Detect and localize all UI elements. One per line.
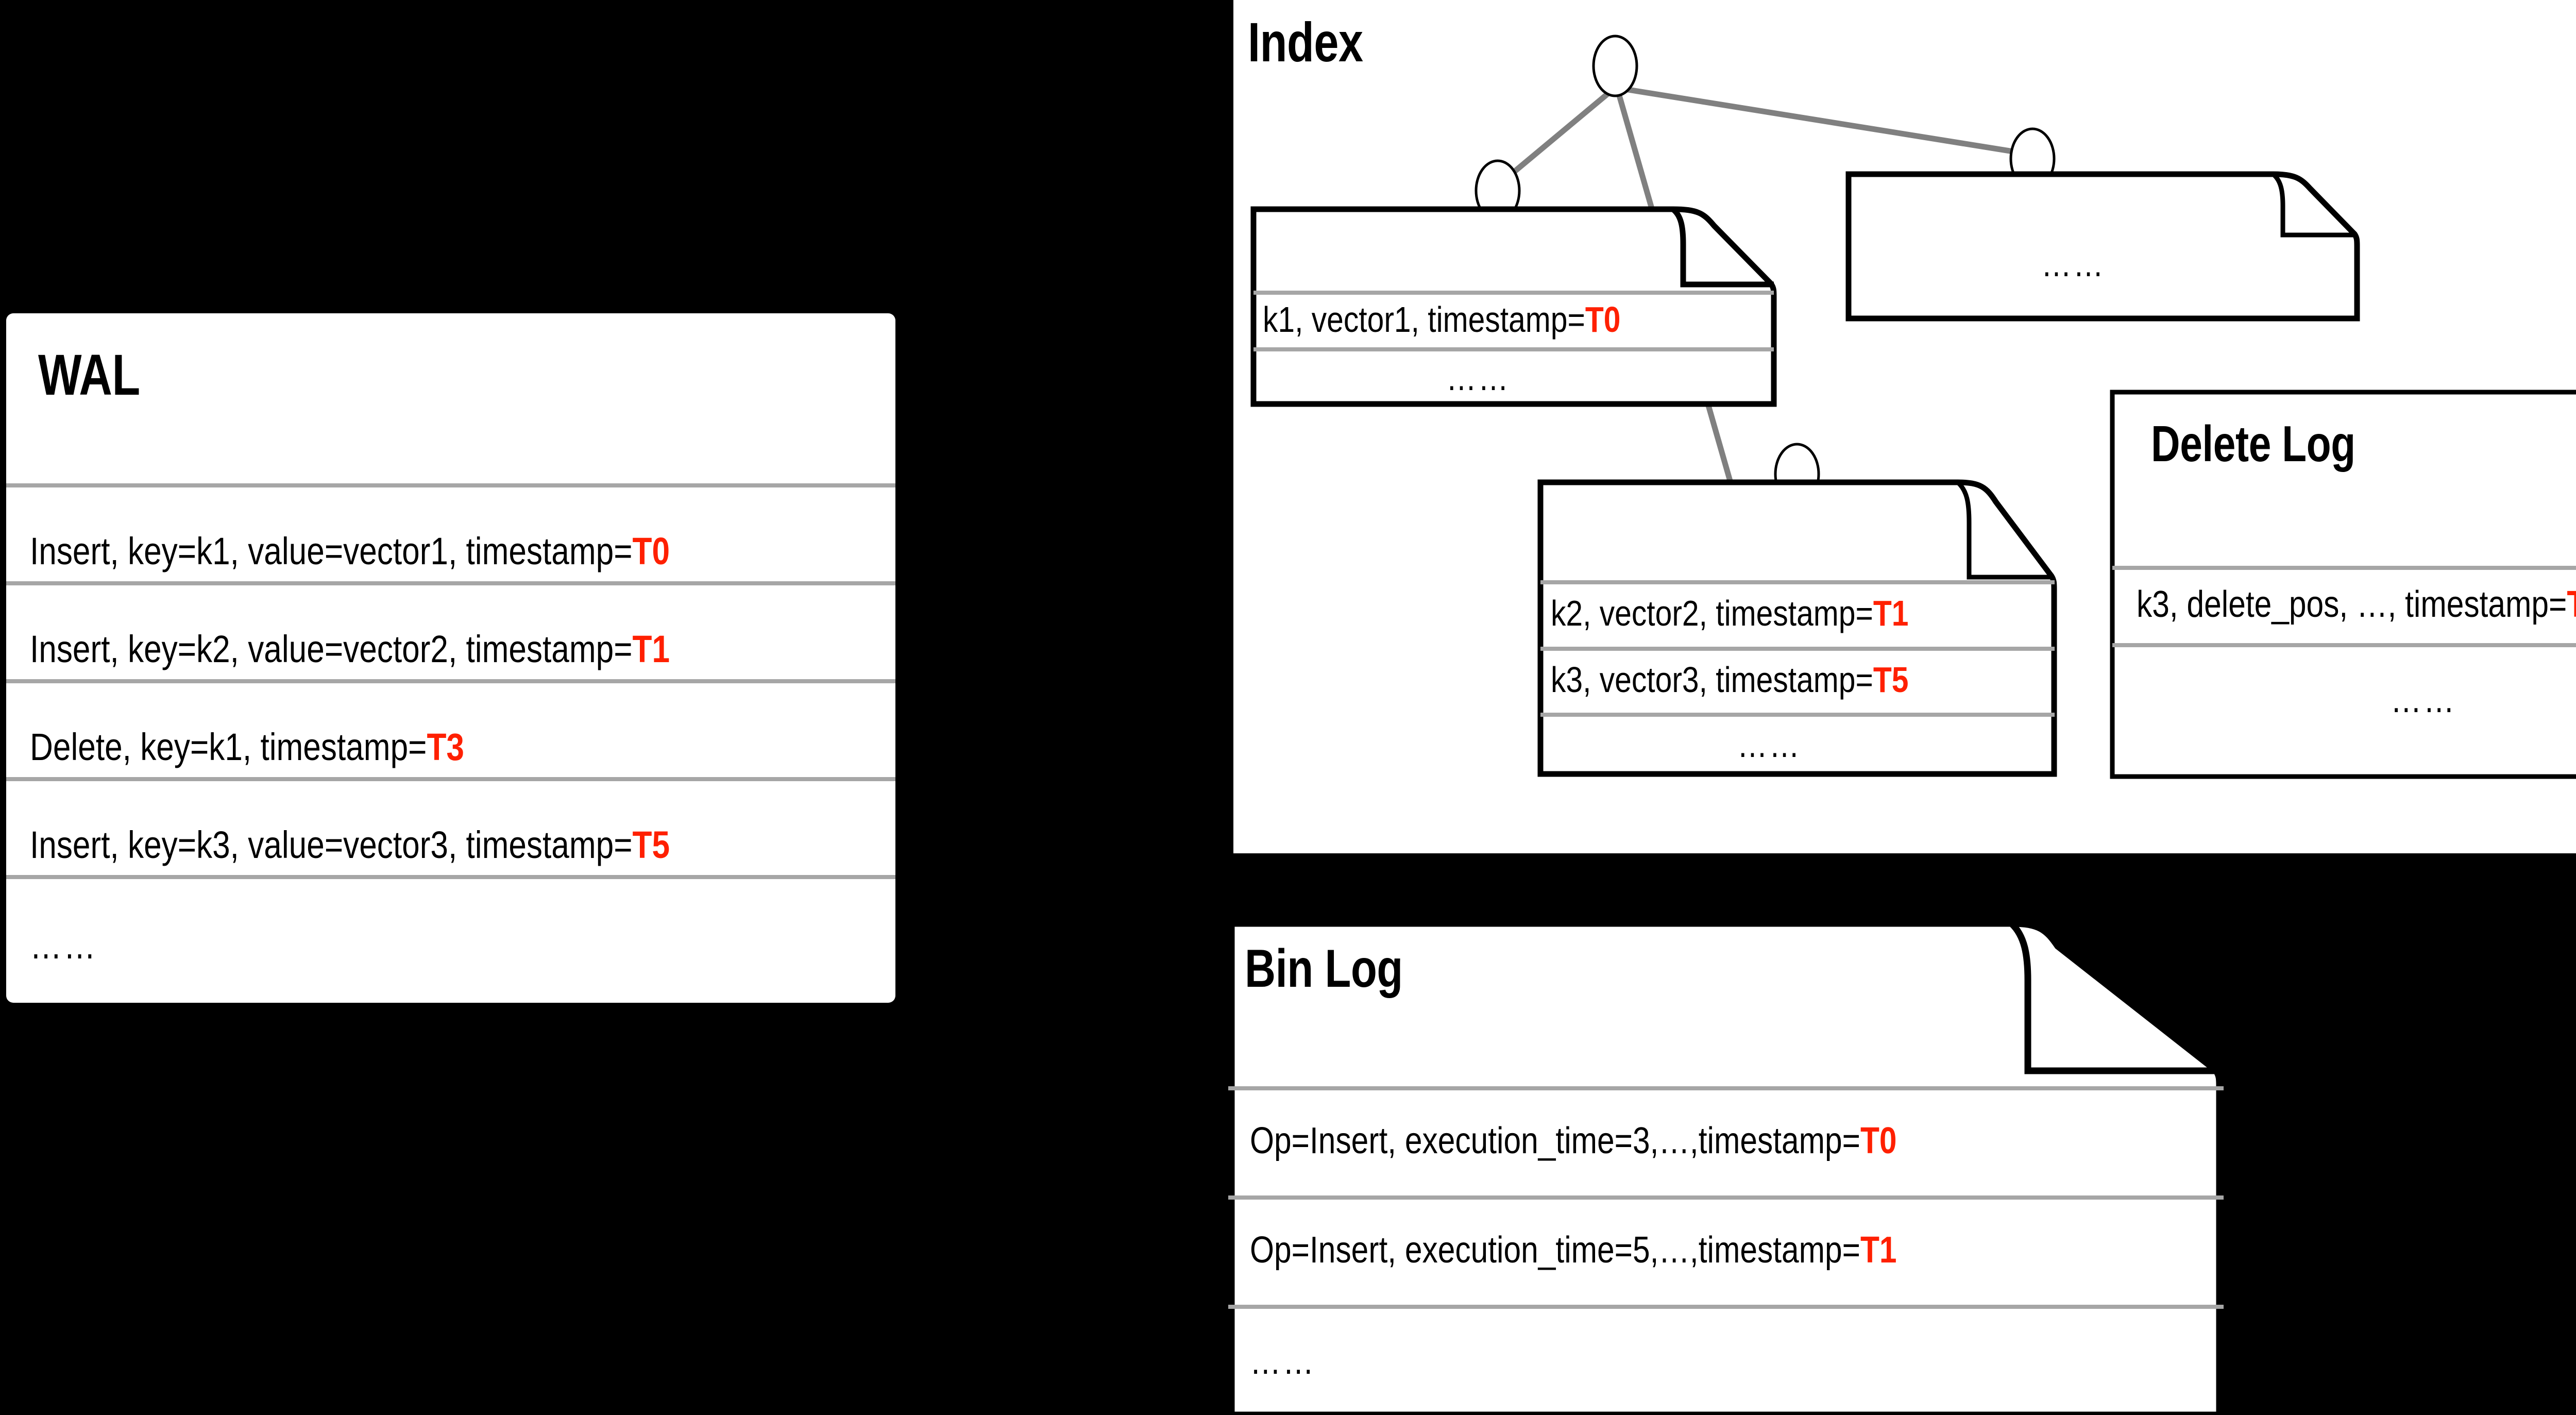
bin-log-row-label: …… (1250, 1341, 1316, 1382)
bin-log-row: Op=Insert, execution_time=5,…,timestamp=… (1250, 1232, 1897, 1269)
leaf-row-timestamp: T0 (1585, 299, 1621, 340)
delete-log-title: Delete Log (2151, 415, 2355, 472)
leaf-row-label: k1, vector1, timestamp= (1263, 299, 1585, 340)
bin-log-divider (1228, 1195, 2224, 1200)
delete-log-divider (2112, 643, 2576, 647)
wal-row-label: Insert, key=k3, value=vector3, timestamp… (30, 823, 633, 866)
wal-divider (6, 875, 895, 879)
leaf-row: k1, vector1, timestamp=T0 (1263, 301, 1620, 338)
wal-divider (6, 679, 895, 683)
bin-log-row: …… (1250, 1343, 1316, 1380)
delete-log-row-label: …… (2391, 679, 2456, 720)
leaf-divider (1540, 713, 2055, 717)
leaf-row-label: …… (2041, 244, 2106, 284)
leaf-row: …… (1737, 727, 1801, 763)
wal-row: Delete, key=k1, timestamp=T3 (30, 728, 464, 766)
index-leaf-left-card: k1, vector1, timestamp=T0 …… (1250, 206, 1777, 407)
bin-log-row-timestamp: T0 (1860, 1120, 1897, 1161)
wal-row: …… (30, 927, 97, 965)
leaf-row-label: …… (1737, 725, 1802, 765)
leaf-divider (1253, 347, 1774, 351)
wal-row: Insert, key=k1, value=vector1, timestamp… (30, 532, 670, 570)
leaf-row-label: …… (1446, 358, 1511, 398)
index-leaf-right-card: …… (1845, 171, 2360, 322)
wal-divider (6, 483, 895, 487)
wal-row-label: Insert, key=k1, value=vector1, timestamp… (30, 530, 633, 572)
leaf-row-timestamp: T1 (1873, 593, 1909, 633)
index-leaf-middle-card: k2, vector2, timestamp=T1 k3, vector3, t… (1537, 479, 2058, 777)
card-outline (1845, 171, 2360, 322)
delete-log-row-timestamp: T3 (2567, 584, 2576, 625)
card-outline (1228, 920, 2223, 1415)
leaf-divider (1540, 647, 2055, 651)
wal-row-timestamp: T3 (427, 726, 464, 768)
wal-row-label: Delete, key=k1, timestamp= (30, 726, 427, 768)
wal-row-timestamp: T1 (632, 628, 670, 670)
delete-log-row: k3, delete_pos, …, timestamp=T3 (2137, 586, 2576, 623)
leaf-row-timestamp: T5 (1873, 660, 1909, 700)
wal-row-label: …… (30, 924, 98, 967)
leaf-row: …… (1446, 360, 1510, 396)
card-outline (1537, 479, 2057, 777)
wal-row: Insert, key=k3, value=vector3, timestamp… (30, 826, 670, 864)
card-outline (1250, 206, 1777, 407)
leaf-row: k3, vector3, timestamp=T5 (1551, 662, 1908, 698)
bin-log-divider (1228, 1305, 2224, 1309)
bin-log-row-label: Op=Insert, execution_time=5,…,timestamp= (1250, 1229, 1860, 1271)
card-outline (2110, 390, 2576, 779)
leaf-row: k2, vector2, timestamp=T1 (1551, 595, 1908, 631)
wal-row-label: Insert, key=k2, value=vector2, timestamp… (30, 628, 633, 670)
leaf-row: …… (2041, 246, 2105, 282)
wal-panel: WAL Insert, key=k1, value=vector1, times… (6, 313, 895, 1003)
wal-divider (6, 581, 895, 585)
wal-title: WAL (38, 343, 140, 407)
leaf-row-label: k3, vector3, timestamp= (1551, 660, 1873, 700)
wal-divider (6, 777, 895, 781)
leaf-divider (1540, 580, 2055, 584)
index-title: Index (1248, 11, 1363, 73)
wal-row-timestamp: T5 (632, 823, 670, 866)
delete-log-row: …… (2391, 681, 2456, 718)
delete-log-row-label: k3, delete_pos, …, timestamp= (2137, 584, 2567, 625)
wal-row-timestamp: T0 (632, 530, 670, 572)
bin-log-title: Bin Log (1245, 939, 1403, 999)
delete-log-card: Delete Log k3, delete_pos, …, timestamp=… (2110, 390, 2576, 779)
wal-row: Insert, key=k2, value=vector2, timestamp… (30, 630, 670, 668)
bin-log-row: Op=Insert, execution_time=3,…,timestamp=… (1250, 1122, 1897, 1159)
leaf-divider (1253, 291, 1774, 295)
bin-log-card: Bin Log Op=Insert, execution_time=3,…,ti… (1228, 920, 2224, 1415)
bin-log-divider (1228, 1086, 2224, 1090)
leaf-row-label: k2, vector2, timestamp= (1551, 593, 1873, 633)
delete-log-divider (2112, 566, 2576, 570)
bin-log-row-timestamp: T1 (1860, 1229, 1897, 1271)
bin-log-row-label: Op=Insert, execution_time=3,…,timestamp= (1250, 1120, 1860, 1161)
